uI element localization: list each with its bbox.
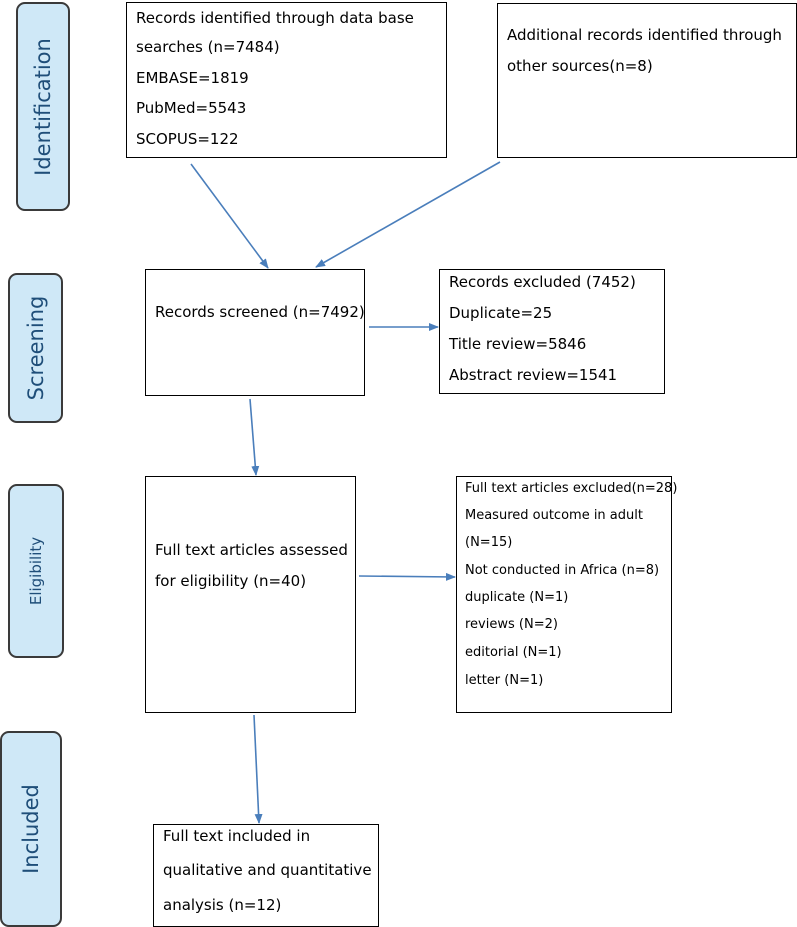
records-excluded-box: Records excluded (7452) Duplicate=25 Tit… — [439, 269, 665, 394]
db-search-line: SCOPUS=122 — [136, 130, 239, 148]
records-screened-line: Records screened (n=7492) — [155, 303, 365, 321]
db-search-line: EMBASE=1819 — [136, 69, 249, 87]
included-box: Full text included in qualitative and qu… — [153, 824, 379, 927]
other-sources-line: other sources(n=8) — [507, 57, 653, 75]
included-line: analysis (n=12) — [163, 896, 282, 914]
fulltext-excluded-line: Not conducted in Africa (n=8) — [465, 563, 660, 578]
other-sources-box: Additional records identified through ot… — [497, 3, 797, 158]
arrow-fulltext-to-included — [253, 714, 263, 824]
phase-identification: Identification — [16, 2, 70, 211]
db-search-line: Records identified through data base — [136, 9, 414, 27]
records-excluded-line: Duplicate=25 — [449, 304, 553, 322]
db-search-line: PubMed=5543 — [136, 99, 247, 117]
fulltext-excluded-line: Measured outcome in adult — [465, 508, 643, 523]
fulltext-assessed-line: for eligibility (n=40) — [155, 572, 307, 590]
phase-screening: Screening — [8, 273, 63, 423]
phase-included: Included — [0, 731, 62, 927]
fulltext-excluded-line: Full text articles excluded(n=28) — [465, 481, 678, 496]
fulltext-excluded-line: editorial (N=1) — [465, 645, 562, 660]
fulltext-excluded-box: Full text articles excluded(n=28) Measur… — [456, 476, 677, 713]
arrow-screened-to-fulltext — [249, 398, 260, 476]
records-excluded-line: Abstract review=1541 — [449, 366, 618, 384]
fulltext-assessed-line: Full text articles assessed — [155, 541, 348, 559]
arrow-fulltext-to-excluded — [358, 572, 456, 581]
phase-eligibility: Eligibility — [8, 484, 64, 658]
records-excluded-line: Records excluded (7452) — [449, 273, 636, 291]
included-line: qualitative and quantitative — [163, 861, 372, 879]
other-sources-line: Additional records identified through — [507, 26, 782, 44]
fulltext-excluded-line: reviews (N=2) — [465, 617, 558, 632]
fulltext-excluded-line: duplicate (N=1) — [465, 590, 569, 605]
fulltext-excluded-line: (N=15) — [465, 535, 513, 550]
fulltext-assessed-box: Full text articles assessed for eligibil… — [145, 476, 356, 713]
db-search-box: Records identified through data base sea… — [126, 2, 447, 158]
included-line: Full text included in — [163, 827, 311, 845]
arrow-db-to-screened — [190, 163, 269, 269]
arrow-other-to-screened — [315, 161, 501, 268]
fulltext-excluded-line: letter (N=1) — [465, 673, 544, 688]
records-screened-box: Records screened (n=7492) — [145, 269, 365, 396]
db-search-line: searches (n=7484) — [136, 38, 280, 56]
records-excluded-line: Title review=5846 — [449, 335, 587, 353]
